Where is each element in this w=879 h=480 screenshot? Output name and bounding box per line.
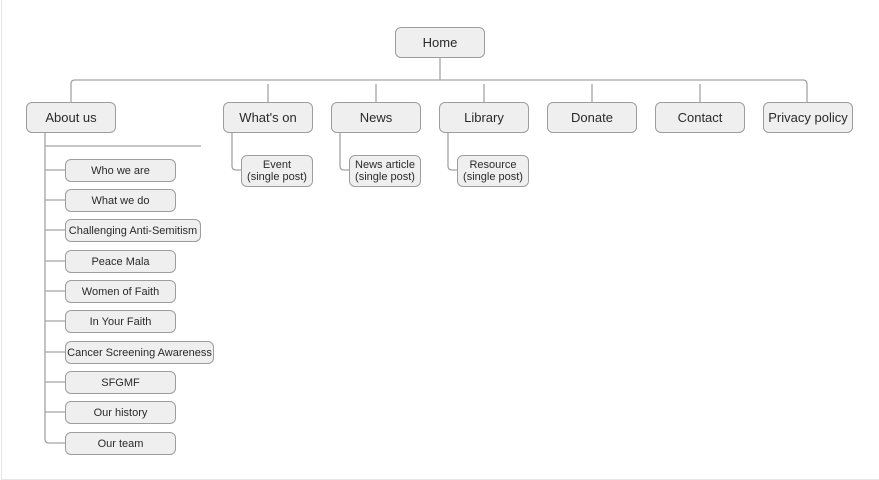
node-contact[interactable]: Contact bbox=[655, 102, 745, 133]
node-label: Our team bbox=[97, 437, 144, 450]
node-label: Library bbox=[464, 110, 504, 125]
node-resource-single-post[interactable]: Resource(single post) bbox=[457, 155, 529, 187]
node-in-your-faith[interactable]: In Your Faith bbox=[65, 310, 176, 333]
node-label: Cancer Screening Awareness bbox=[67, 346, 212, 359]
node-sublabel: (single post) bbox=[247, 171, 307, 183]
node-event-single-post[interactable]: Event(single post) bbox=[241, 155, 313, 187]
node-privacy-policy[interactable]: Privacy policy bbox=[763, 102, 853, 133]
node-cancer-screening-awareness[interactable]: Cancer Screening Awareness bbox=[65, 341, 214, 364]
node-label: Challenging Anti-Semitism bbox=[68, 224, 198, 237]
node-our-team[interactable]: Our team bbox=[65, 432, 176, 455]
node-label: Home bbox=[422, 35, 458, 50]
node-challenging-anti-semitism[interactable]: Challenging Anti-Semitism bbox=[65, 219, 201, 242]
node-label: What we do bbox=[91, 194, 150, 207]
node-label: In Your Faith bbox=[89, 315, 152, 328]
node-label: News bbox=[359, 110, 393, 125]
node-label: News article bbox=[355, 159, 415, 171]
node-label: Donate bbox=[571, 110, 613, 125]
node-sfgmf[interactable]: SFGMF bbox=[65, 371, 176, 394]
node-what-we-do[interactable]: What we do bbox=[65, 189, 176, 212]
node-library[interactable]: Library bbox=[439, 102, 529, 133]
node-sublabel: (single post) bbox=[355, 171, 415, 183]
node-home[interactable]: Home bbox=[395, 27, 485, 58]
node-women-of-faith[interactable]: Women of Faith bbox=[65, 280, 176, 303]
node-label: Resource bbox=[469, 159, 517, 171]
node-news-article-single-post[interactable]: News article(single post) bbox=[349, 155, 421, 187]
node-label: Our history bbox=[93, 406, 148, 419]
node-news[interactable]: News bbox=[331, 102, 421, 133]
node-our-history[interactable]: Our history bbox=[65, 401, 176, 424]
node-peace-mala[interactable]: Peace Mala bbox=[65, 250, 176, 273]
node-label: SFGMF bbox=[101, 376, 140, 389]
node-label: Women of Faith bbox=[81, 285, 160, 298]
node-sublabel: (single post) bbox=[463, 171, 523, 183]
node-donate[interactable]: Donate bbox=[547, 102, 637, 133]
node-label: Contact bbox=[677, 110, 723, 125]
node-label: Event bbox=[262, 159, 292, 171]
node-about-us[interactable]: About us bbox=[26, 102, 116, 133]
node-label: Privacy policy bbox=[768, 110, 848, 125]
node-label: About us bbox=[45, 110, 97, 125]
node-label: What's on bbox=[239, 110, 297, 125]
node-label: Peace Mala bbox=[91, 255, 150, 268]
node-label: Who we are bbox=[91, 164, 150, 177]
node-whats-on[interactable]: What's on bbox=[223, 102, 313, 133]
node-who-we-are[interactable]: Who we are bbox=[65, 159, 176, 182]
